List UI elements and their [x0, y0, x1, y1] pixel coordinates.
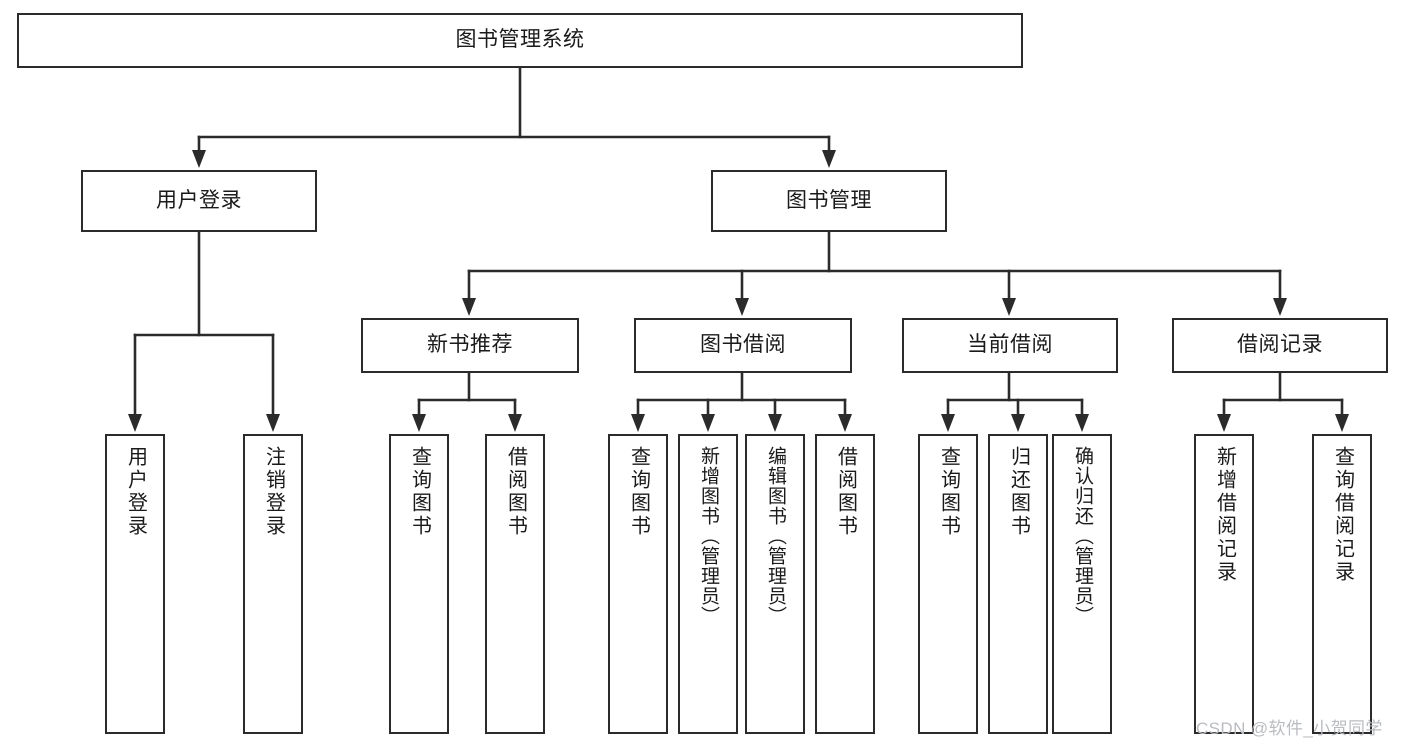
node-label: 查询图书 [408, 446, 431, 538]
arrow-head-icon [1075, 414, 1089, 432]
node-leaf-leaf-borrow-add[interactable]: 新增图书（管理员） [678, 434, 738, 734]
arrow-head-icon [631, 414, 645, 432]
node-label: 用户登录 [156, 188, 242, 212]
arrow-head-icon [822, 150, 836, 168]
arrow-head-icon [735, 298, 749, 316]
arrow-head-icon [1273, 298, 1287, 316]
node-label: 新书推荐 [427, 333, 513, 357]
node-label: 图书借阅 [700, 333, 786, 357]
arrow-head-icon [412, 414, 426, 432]
arrow-head-icon [1217, 414, 1231, 432]
node-leaf-leaf-cur-query[interactable]: 查询图书 [918, 434, 978, 734]
node-leaf-leaf-rec-query[interactable]: 查询图书 [389, 434, 449, 734]
node-label: 用户登录 [124, 446, 147, 538]
arrow-head-icon [838, 414, 852, 432]
node-label: 编辑图书（管理员） [764, 446, 786, 626]
node-root-root[interactable]: 图书管理系统 [17, 13, 1023, 68]
arrow-head-icon [701, 414, 715, 432]
arrow-head-icon [1011, 414, 1025, 432]
node-leaf-leaf-rec-query2[interactable]: 查询借阅记录 [1312, 434, 1372, 734]
arrow-head-icon [192, 150, 206, 168]
arrow-head-icon [266, 414, 280, 432]
arrow-head-icon [128, 414, 142, 432]
node-level3-new-book-rec[interactable]: 新书推荐 [361, 318, 579, 373]
node-label: 确认归还（管理员） [1071, 446, 1093, 626]
arrow-head-icon [508, 414, 522, 432]
node-label: 归还图书 [1007, 446, 1030, 538]
arrow-head-icon [768, 414, 782, 432]
node-label: 查询图书 [937, 446, 960, 538]
node-label: 借阅图书 [504, 446, 527, 538]
node-label: 新增借阅记录 [1213, 446, 1236, 584]
node-leaf-leaf-borrow-lend[interactable]: 借阅图书 [815, 434, 875, 734]
node-leaf-leaf-cur-return[interactable]: 归还图书 [988, 434, 1048, 734]
node-leaf-leaf-rec-borrow[interactable]: 借阅图书 [485, 434, 545, 734]
node-leaf-leaf-cur-confirm[interactable]: 确认归还（管理员） [1052, 434, 1112, 734]
node-leaf-leaf-user-logout[interactable]: 注销登录 [243, 434, 303, 734]
node-label: 注销登录 [262, 446, 285, 538]
node-level2-user-login[interactable]: 用户登录 [81, 170, 317, 232]
node-leaf-leaf-user-login[interactable]: 用户登录 [105, 434, 165, 734]
node-label: 新增图书（管理员） [697, 446, 719, 626]
node-level3-book-borrow[interactable]: 图书借阅 [634, 318, 852, 373]
arrow-head-icon [941, 414, 955, 432]
node-leaf-leaf-rec-add[interactable]: 新增借阅记录 [1194, 434, 1254, 734]
node-label: 图书管理 [786, 188, 872, 212]
node-level3-current-borrow[interactable]: 当前借阅 [902, 318, 1118, 373]
node-level3-borrow-record[interactable]: 借阅记录 [1172, 318, 1388, 373]
node-label: 当前借阅 [967, 333, 1053, 357]
node-label: 查询借阅记录 [1331, 446, 1354, 584]
node-leaf-leaf-borrow-edit[interactable]: 编辑图书（管理员） [745, 434, 805, 734]
node-label: 借阅记录 [1237, 333, 1323, 357]
node-label: 图书管理系统 [455, 28, 585, 52]
arrow-head-icon [462, 298, 476, 316]
node-level2-book-manage[interactable]: 图书管理 [711, 170, 947, 232]
arrow-head-icon [1335, 414, 1349, 432]
node-label: 借阅图书 [834, 446, 857, 538]
node-leaf-leaf-borrow-query[interactable]: 查询图书 [608, 434, 668, 734]
arrow-head-icon [1002, 298, 1016, 316]
watermark-text: CSDN @软件_小贺同学 [1196, 719, 1383, 738]
node-label: 查询图书 [627, 446, 650, 538]
